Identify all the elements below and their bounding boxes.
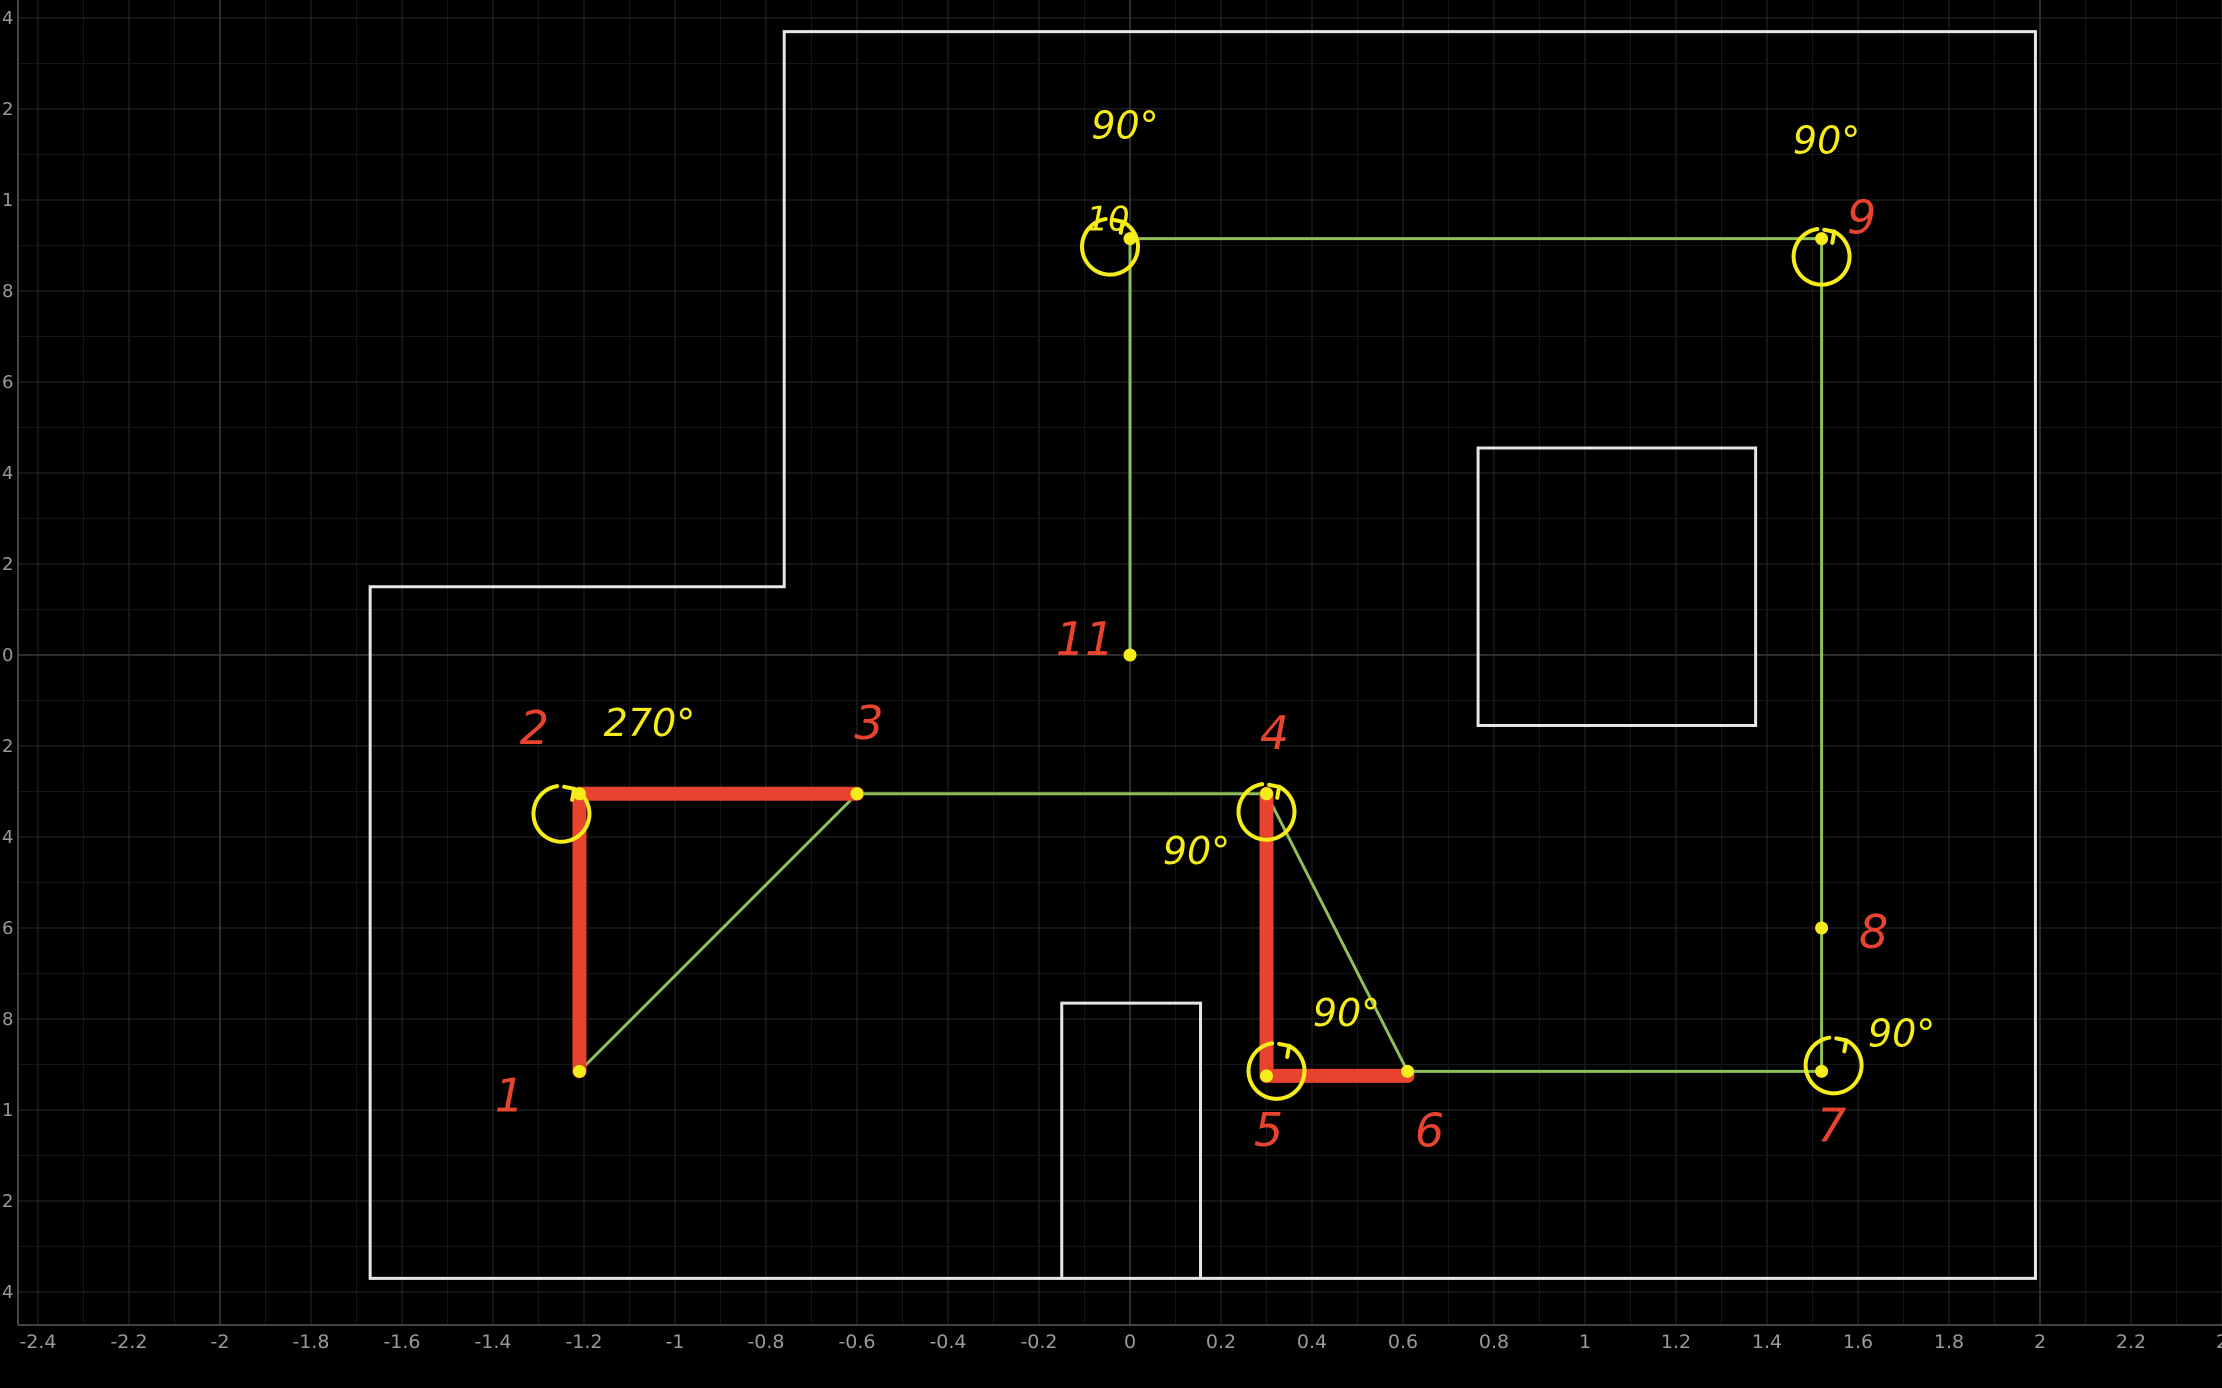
x-tick-label: -1.2: [565, 1331, 602, 1353]
x-tick-label: 1.2: [1661, 1331, 1691, 1353]
x-tick-label: -2.4: [19, 1331, 56, 1353]
x-tick-label: 0.2: [1206, 1331, 1236, 1353]
y-tick-label: 4: [2, 8, 13, 29]
walls: [368, 30, 2037, 1280]
y-tick-label: 8: [2, 1009, 13, 1030]
x-tick-label: -0.8: [747, 1331, 784, 1353]
waypoint-label: 10: [1086, 200, 1129, 240]
outer-wall: [368, 30, 2037, 1280]
waypoint-dot: [850, 787, 864, 801]
y-tick-label: 6: [2, 372, 13, 393]
y-tick-label: 8: [2, 281, 13, 302]
waypoint-label: 9: [1847, 191, 1876, 245]
waypoints: [572, 232, 1829, 1083]
x-tick-label: 2: [2216, 1331, 2222, 1353]
turn-angle-label: 90°: [1793, 119, 1860, 163]
turn-arrowhead: [562, 784, 577, 802]
x-tick-label: 0.6: [1388, 1331, 1418, 1353]
waypoint-dot: [1815, 1064, 1829, 1078]
y-tick-label: 4: [2, 827, 13, 848]
x-tick-label: -0.6: [838, 1331, 875, 1353]
turn-arrowhead: [1267, 782, 1282, 800]
axes: [17, 0, 2222, 1326]
grid: [18, 0, 2222, 1325]
x-tick-label: 0.8: [1479, 1331, 1509, 1353]
turn-arrowhead: [1834, 1036, 1849, 1054]
turn-arrow-arc: [1791, 227, 1852, 287]
waypoint-dot: [1401, 1064, 1415, 1078]
door-opening: [1060, 1001, 1203, 1279]
turn-angle-label: 90°: [1163, 829, 1230, 873]
x-tick-label: -2: [211, 1331, 230, 1353]
x-tick-label: 1.8: [1934, 1331, 1964, 1353]
x-tick-label: 1: [1579, 1331, 1591, 1353]
turn-arrow-arc: [1236, 782, 1297, 842]
y-tick-label: 4: [2, 1282, 13, 1303]
waypoint-label: 5: [1254, 1103, 1283, 1157]
turn-arrow-arc: [531, 784, 592, 844]
waypoint-dot: [1123, 232, 1137, 246]
x-tick-label: 2.2: [2116, 1331, 2146, 1353]
turn-arrowhead: [1822, 227, 1837, 245]
x-tick-label: 0.4: [1297, 1331, 1327, 1353]
y-tick-label: 2: [2, 554, 13, 575]
x-tick-label: -1.8: [292, 1331, 329, 1353]
y-tick-label: 1: [2, 190, 13, 211]
waypoint-label: 4: [1260, 706, 1289, 760]
waypoint-label: 7: [1817, 1098, 1846, 1152]
waypoint-label: 1: [495, 1068, 524, 1122]
waypoint-dot: [1260, 787, 1273, 801]
turn-angle-label: 270°: [604, 701, 696, 745]
waypoint-labels: 1 2 3 4 5 6 7 8 9 10 11: [495, 191, 1888, 1158]
y-tick-label: 4: [2, 463, 13, 484]
y-tick-label: 0: [2, 645, 13, 666]
waypoint-dot: [572, 1064, 586, 1078]
x-tick-label: -0.2: [1020, 1331, 1057, 1353]
waypoint-label: 6: [1415, 1103, 1444, 1157]
waypoint-label: 2: [520, 701, 549, 755]
x-tick-label: 1.4: [1752, 1331, 1782, 1353]
x-tick-label: -1.6: [383, 1331, 420, 1353]
turn-angle-label: 90°: [1313, 991, 1380, 1035]
turn-arrow-arc: [1246, 1041, 1307, 1101]
turn-angle-label: 90°: [1091, 104, 1158, 148]
x-tick-label: -0.4: [929, 1331, 966, 1353]
waypoint-dot: [1123, 648, 1137, 662]
turn-arrowhead: [1110, 217, 1125, 235]
obstacle-box: [1476, 446, 1758, 728]
robot-path: [578, 237, 1824, 1073]
turn-arrow-arc: [1803, 1035, 1864, 1096]
turn-angle-label: 90°: [1868, 1011, 1935, 1055]
turn-arrow-arc: [1080, 217, 1140, 277]
waypoint-dot: [1260, 1069, 1273, 1083]
tick-labels: -2.4 -2.2 -2 -1.8 -1.6 -1.4 -1.2 -1 -0.8 -0.6 -0.4…: [2, 8, 2222, 1353]
x-tick-label: 0: [1124, 1331, 1136, 1353]
x-tick-label: -2.2: [110, 1331, 147, 1353]
x-tick-label: -1: [666, 1331, 685, 1353]
waypoint-label: 11: [1056, 612, 1115, 666]
path-polyline: [578, 237, 1824, 1073]
y-tick-label: 2: [2, 99, 13, 120]
waypoint-label: 8: [1859, 905, 1888, 959]
waypoint-label: 3: [854, 696, 883, 750]
y-tick-label: 2: [2, 736, 13, 757]
x-tick-label: 2: [2034, 1331, 2046, 1353]
waypoint-dot: [1815, 921, 1829, 935]
y-tick-label: 2: [2, 1191, 13, 1212]
x-tick-label: -1.4: [474, 1331, 511, 1353]
turn-annotations: 270° 90° 90° 90° 90° 90°: [531, 104, 1935, 1101]
x-tick-label: 1.6: [1843, 1331, 1873, 1353]
waypoint-dot: [572, 787, 586, 801]
y-tick-label: 1: [2, 1100, 13, 1121]
waypoint-dot: [1815, 232, 1829, 246]
turn-arrowhead: [1277, 1041, 1292, 1059]
y-tick-label: 6: [2, 918, 13, 939]
